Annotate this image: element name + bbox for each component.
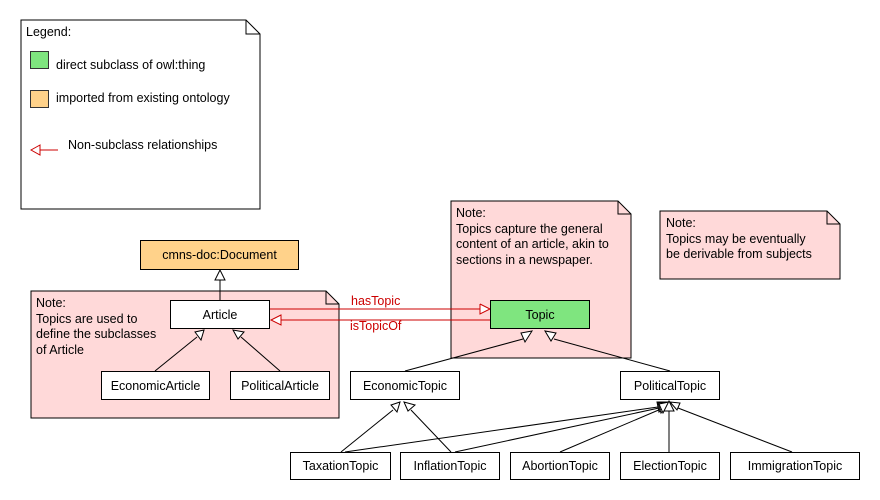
note-topic-text: Note: Topics capture the general content… <box>456 206 609 268</box>
note-article-text: Note: Topics are used to define the subc… <box>36 296 156 358</box>
note-topic-fold <box>617 201 631 215</box>
class-immigration-topic[interactable]: ImmigrationTopic <box>730 452 860 480</box>
edge-political-article-subclass <box>232 329 281 372</box>
class-taxation-topic[interactable]: TaxationTopic <box>290 452 391 480</box>
note-derivable-box <box>659 210 841 280</box>
note-topic-line: content of an article, akin to <box>456 237 609 251</box>
note-topic-line: sections in a newspaper. <box>456 252 593 267</box>
edge-has-topic <box>270 303 492 315</box>
edge-immigration-subclass-political <box>668 401 793 453</box>
note-derivable-line: Topics may be eventually <box>666 231 806 246</box>
edge-election-subclass-political <box>663 399 675 452</box>
class-topic[interactable]: Topic <box>490 300 590 329</box>
legend-swatch-orange <box>30 90 49 108</box>
edge-article-subclass-document <box>214 268 226 300</box>
note-article-line: Note: <box>36 296 66 310</box>
edge-taxation-subclass-economic <box>340 401 401 453</box>
class-economic-article[interactable]: EconomicArticle <box>101 371 210 400</box>
edge-political-topic-subclass <box>544 330 671 372</box>
note-article-line: define the subclasses <box>36 327 157 341</box>
label-has-topic: hasTopic <box>351 294 401 308</box>
edge-economic-article-subclass <box>154 329 205 372</box>
legend-box-fold <box>245 20 260 35</box>
legend-item-direct-subclass: direct subclass of owl:thing <box>56 58 206 72</box>
class-abortion-topic[interactable]: AbortionTopic <box>510 452 610 480</box>
edge-inflation-subclass-economic <box>403 401 452 453</box>
note-topic-line: Topics capture the general <box>456 221 603 236</box>
note-article-fold <box>325 291 339 305</box>
note-derivable-line: Note: <box>666 216 696 230</box>
class-inflation-topic[interactable]: InflationTopic <box>400 452 500 480</box>
class-political-article[interactable]: PoliticalArticle <box>230 371 330 400</box>
legend-title: Legend: <box>26 25 72 39</box>
class-economic-topic[interactable]: EconomicTopic <box>350 371 460 400</box>
class-election-topic[interactable]: ElectionTopic <box>620 452 720 480</box>
legend-swatch-green <box>30 51 49 69</box>
legend-item-imported: imported from existing ontology <box>56 91 230 105</box>
note-derivable-line: be derivable from subjects <box>666 247 812 261</box>
legend-relationship-arrow-icon <box>30 144 58 156</box>
legend-item-relationships: Non-subclass relationships <box>68 138 218 152</box>
label-is-topic-of: isTopicOf <box>350 319 402 333</box>
class-article[interactable]: Article <box>170 300 270 329</box>
class-document[interactable]: cmns-doc:Document <box>140 240 299 270</box>
note-derivable-fold <box>826 211 840 225</box>
edge-inflation-subclass-political <box>454 401 669 453</box>
note-article-line: Topics are used to <box>36 311 138 326</box>
note-derivable-text: Note: Topics may be eventually be deriva… <box>666 216 812 263</box>
legend-box <box>20 19 261 210</box>
note-topic-line: Note: <box>456 206 486 220</box>
note-article-line: of Article <box>36 342 84 357</box>
edge-is-topic-of <box>269 314 490 326</box>
class-political-topic[interactable]: PoliticalTopic <box>620 371 720 400</box>
edge-economic-topic-subclass <box>404 330 534 372</box>
